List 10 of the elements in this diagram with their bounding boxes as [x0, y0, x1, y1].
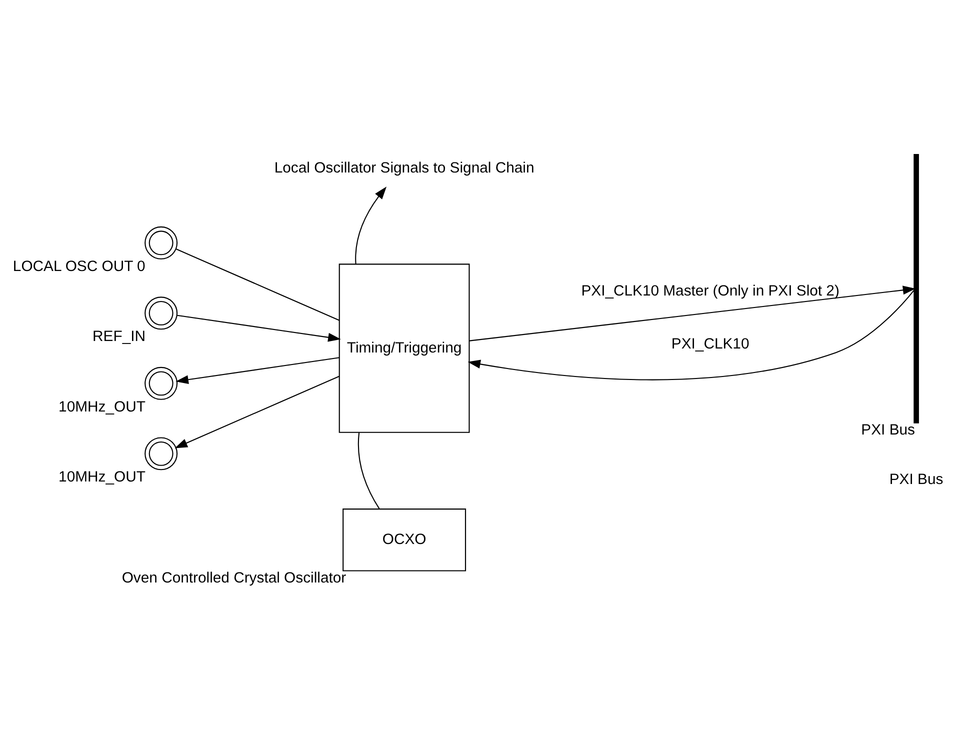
- node-label: REF_IN: [92, 329, 146, 346]
- label: PXI Bus: [889, 472, 944, 488]
- node-label: Oven Controlled Crystal Oscillator: [122, 570, 346, 587]
- node-label: 10MHz_OUT: [58, 399, 146, 416]
- node-label: LOCAL OSC OUT 0: [12, 258, 146, 275]
- node-label: 10MHz_OUT: [58, 470, 146, 486]
- node-label: PXI Bus: [861, 422, 915, 439]
- edge-label: PXI_CLK10: [671, 336, 750, 353]
- edge-label: PXI_CLK10 Master (Only in PXI Slot 2): [581, 283, 840, 300]
- node-text: Local Oscillator Signals to Signal Chain: [274, 160, 534, 176]
